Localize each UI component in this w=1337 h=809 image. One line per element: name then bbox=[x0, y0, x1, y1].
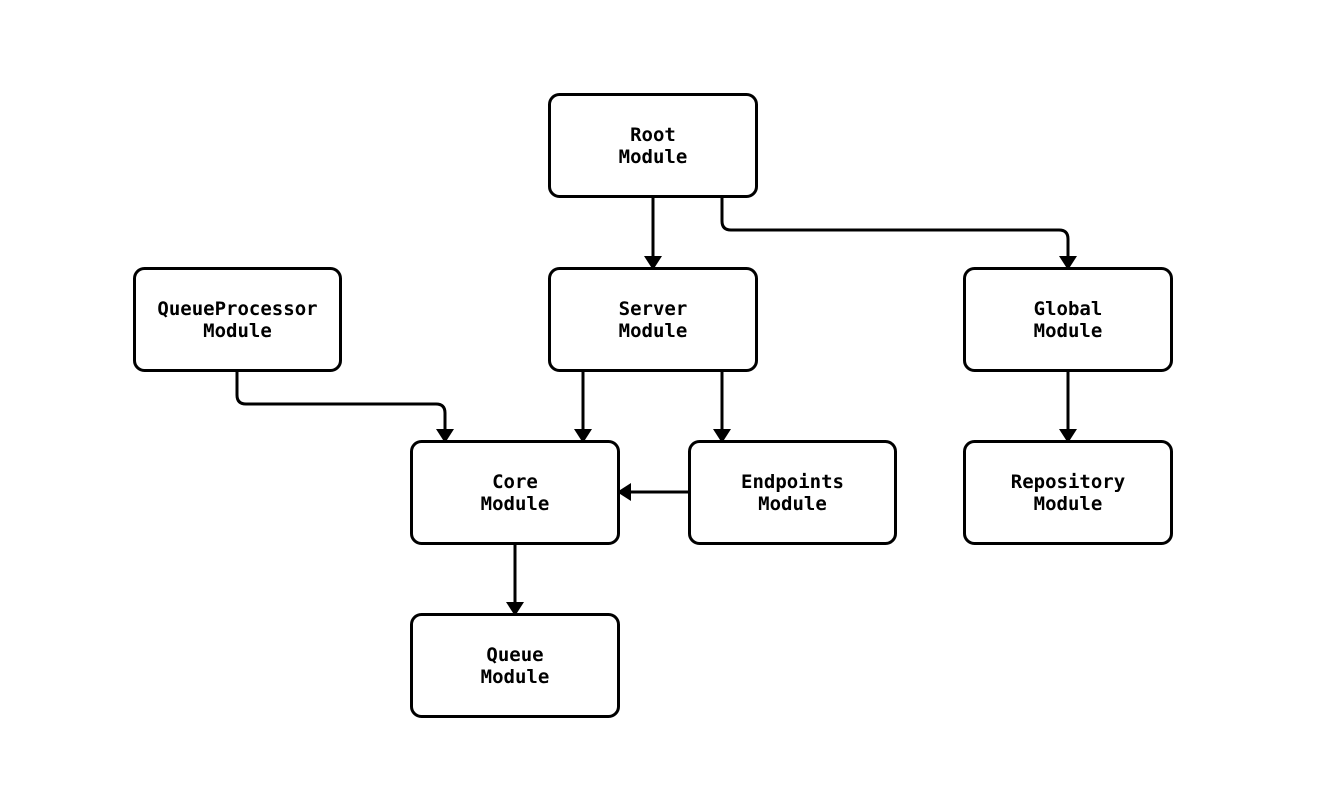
edge-root-to-global-line bbox=[720, 198, 1070, 256]
nodes-layer: RootModuleQueueProcessorModuleServerModu… bbox=[133, 93, 1173, 718]
edge-global-to-repository bbox=[1059, 372, 1077, 443]
repository-module-box[interactable] bbox=[963, 440, 1173, 545]
core-module-label-line2: Module bbox=[481, 493, 550, 515]
server-module-label-line1: Server bbox=[619, 298, 688, 320]
endpoints-module-label-line1: Endpoints bbox=[741, 471, 844, 493]
repository-module-label-line1: Repository bbox=[1011, 471, 1125, 493]
edge-root-to-global bbox=[720, 198, 1077, 270]
edge-server-to-core-arrowhead bbox=[574, 429, 592, 443]
edge-root-to-server-arrowhead bbox=[644, 256, 662, 270]
root-module-label-line2: Module bbox=[619, 146, 688, 168]
server-module-label-line2: Module bbox=[619, 320, 688, 342]
global-module-label-line2: Module bbox=[1034, 320, 1103, 342]
endpoints-module-box[interactable] bbox=[688, 440, 897, 545]
queue-module-label-line1: Queue bbox=[486, 644, 543, 666]
queue-module-label-line2: Module bbox=[481, 666, 550, 688]
server-module-box[interactable] bbox=[548, 267, 758, 372]
edge-server-to-endpoints bbox=[713, 372, 731, 443]
core-module-box[interactable] bbox=[410, 440, 620, 545]
root-module-label-line1: Root bbox=[630, 124, 676, 146]
edge-root-to-server bbox=[644, 198, 662, 270]
edge-queueprocessor-to-core-arrowhead bbox=[436, 429, 454, 443]
global-module-label-line1: Global bbox=[1034, 298, 1103, 320]
queueprocessor-module-box[interactable] bbox=[133, 267, 342, 372]
queueprocessor-module-label-line1: QueueProcessor bbox=[157, 298, 317, 320]
repository-module-label-line2: Module bbox=[1034, 493, 1103, 515]
core-module-label-line1: Core bbox=[492, 471, 538, 493]
edge-endpoints-to-core-arrowhead bbox=[617, 483, 631, 501]
edge-core-to-queue bbox=[506, 545, 524, 616]
edge-root-to-global-arrowhead bbox=[1059, 256, 1077, 270]
edge-endpoints-to-core bbox=[617, 483, 688, 501]
root-module-box[interactable] bbox=[548, 93, 758, 198]
edge-queueprocessor-to-core bbox=[235, 372, 454, 443]
queueprocessor-module-label-line2: Module bbox=[203, 320, 272, 342]
edge-queueprocessor-to-core-line bbox=[235, 372, 447, 429]
edges-layer bbox=[235, 198, 1077, 616]
edge-core-to-queue-arrowhead bbox=[506, 602, 524, 616]
global-module-box[interactable] bbox=[963, 267, 1173, 372]
edge-server-to-endpoints-arrowhead bbox=[713, 429, 731, 443]
endpoints-module-label-line2: Module bbox=[758, 493, 827, 515]
edge-global-to-repository-arrowhead bbox=[1059, 429, 1077, 443]
edge-server-to-core bbox=[574, 372, 592, 443]
queue-module-box[interactable] bbox=[410, 613, 620, 718]
